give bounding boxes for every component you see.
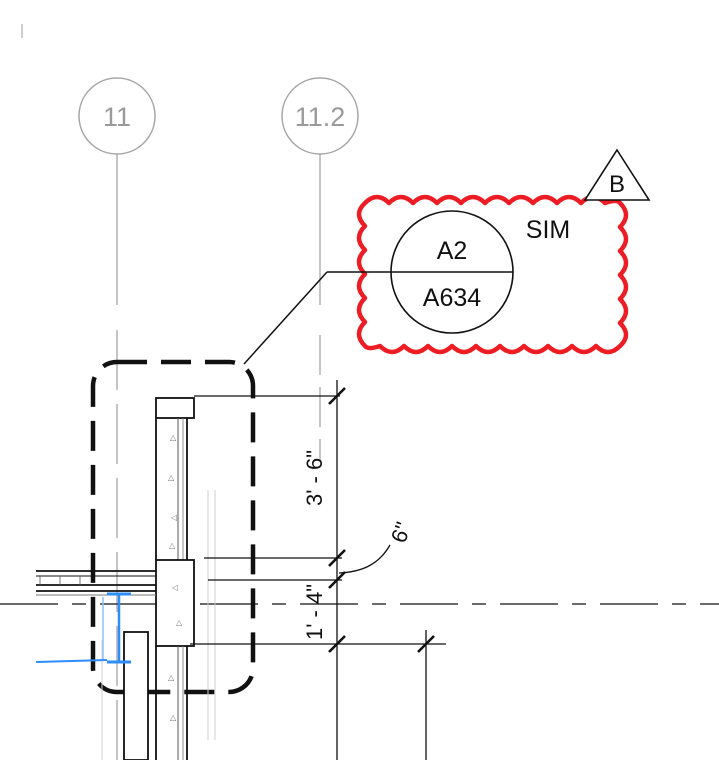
section-callout[interactable]: A2 A634 SIM [327, 210, 570, 334]
grid-line-11-2[interactable]: 11.2 [281, 77, 359, 460]
dimension-6: 6" [386, 519, 416, 546]
dimension-1-4: 1' - 4" [302, 584, 327, 640]
svg-text:△: △ [168, 473, 175, 482]
dimension-3-6: 3' - 6" [302, 450, 327, 506]
sim-note: SIM [526, 216, 570, 244]
grid-label-11-2: 11.2 [295, 102, 346, 132]
detail-number: A2 [437, 237, 468, 265]
grid-line-11[interactable]: 11 [78, 77, 156, 760]
parapet-cap [155, 397, 195, 419]
detail-boundary[interactable] [90, 359, 256, 695]
wall-section: △ △ ◁ △ ◁ △ △ △ [36, 397, 216, 760]
svg-text:△: △ [169, 541, 176, 550]
revision-cloud[interactable] [356, 194, 629, 355]
svg-text:△: △ [168, 673, 175, 682]
dimension-string[interactable]: 3' - 6" 1' - 4" 6" [190, 380, 446, 760]
callout-leader [243, 271, 328, 365]
revision-tag-label: B [609, 171, 625, 198]
sheet-number: A634 [423, 284, 481, 312]
svg-text:◁: ◁ [170, 513, 177, 522]
revision-tag[interactable]: B [583, 148, 651, 201]
svg-text:◁: ◁ [171, 583, 178, 592]
column [123, 631, 149, 760]
svg-text:△: △ [176, 618, 183, 627]
dimension-leader [338, 544, 391, 574]
svg-text:△: △ [170, 713, 177, 722]
svg-text:△: △ [170, 433, 177, 442]
revision-triangle [583, 148, 651, 201]
steel-beam[interactable] [35, 592, 131, 664]
grid-label-11: 11 [103, 102, 131, 132]
slab-edge [155, 559, 195, 647]
